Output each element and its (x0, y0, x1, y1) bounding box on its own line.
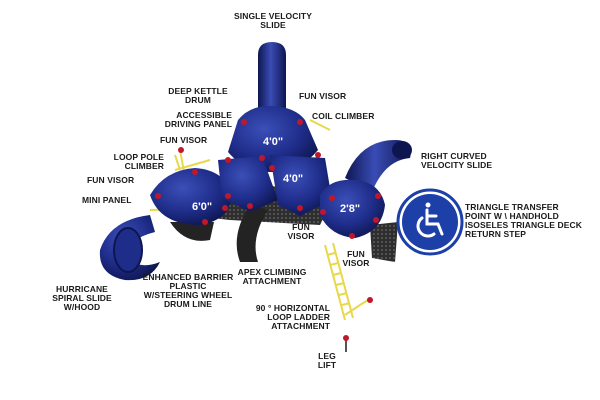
label-fun-visor-left: FUN VISOR (87, 175, 135, 185)
triangle-transfer-point (370, 222, 398, 262)
deck-middle-height: 4'0" (283, 173, 303, 185)
deck-top-height: 4'0" (263, 136, 283, 148)
label-coil-climber: COIL CLIMBER (312, 111, 375, 121)
enhanced-barrier (170, 222, 214, 241)
label-horizontal-loop-ladder: 90 ° HORIZONTAL LOOP LADDER ATTACHMENT (255, 303, 330, 331)
label-deep-kettle-drum: DEEP KETTLE DRUM (168, 86, 228, 105)
label-loop-pole-climber: LOOP POLE CLIMBER (113, 152, 164, 171)
deck-middle (218, 156, 278, 212)
spiral-slide-hood (113, 227, 143, 273)
label-fun-visor-top: FUN VISOR (299, 91, 347, 101)
wheelchair-icon (416, 202, 444, 238)
deck-right (320, 179, 385, 238)
horizontal-loop-ladder (324, 242, 369, 321)
label-hurricane-spiral-slide: HURRICANE SPIRAL SLIDE W/HOOD (52, 284, 112, 312)
leg-lift (343, 297, 373, 352)
hurricane-spiral-slide (99, 215, 160, 281)
post-caps (155, 119, 381, 239)
label-apex-climbing: APEX CLIMBING ATTACHMENT (237, 267, 307, 286)
label-fun-visor-left-upper: FUN VISOR (160, 135, 208, 145)
label-triangle-transfer: TRIANGLE TRANSFER POINT W \ HANDHOLD ISO… (465, 202, 582, 239)
label-mini-panel: MINI PANEL (82, 195, 132, 205)
label-accessible-driving-panel: ACCESSIBLE DRIVING PANEL (164, 110, 232, 129)
loop-pole-climber (178, 147, 185, 173)
apex-climbing-attachment (236, 205, 268, 262)
deck-top (228, 105, 318, 172)
label-enhanced-barrier: ENHANCED BARRIER PLASTIC W/STEERING WHEE… (142, 272, 234, 309)
label-single-velocity-slide: SINGLE VELOCITY SLIDE (233, 11, 312, 30)
deck-left-height: 6'0" (192, 201, 212, 213)
deck-right-height: 2'8" (340, 203, 360, 215)
label-fun-visor-mid: FUN VISOR (287, 222, 315, 241)
accessibility-badge (396, 188, 464, 256)
deck-middle-right (270, 155, 332, 216)
label-fun-visor-right: FUN VISOR (342, 249, 370, 268)
label-right-curved-velocity-slide: RIGHT CURVED VELOCITY SLIDE (421, 151, 493, 170)
label-leg-lift: LEG LIFT (317, 351, 337, 370)
deck-left (150, 168, 232, 225)
